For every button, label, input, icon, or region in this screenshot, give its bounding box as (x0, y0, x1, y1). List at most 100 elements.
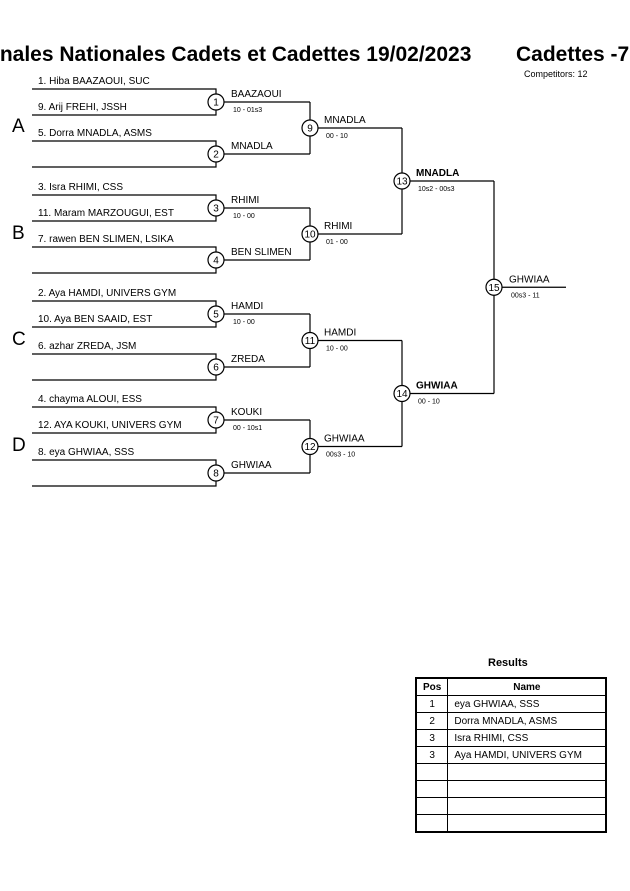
match-1-winner: BAAZAOUI (231, 89, 282, 100)
match-9-number: 9 (307, 124, 313, 135)
entrant-name: 11. Maram MARZOUGUI, EST (38, 208, 174, 219)
result-name: eya GHWIAA, SSS (447, 695, 607, 713)
match-6-number: 6 (213, 363, 219, 374)
result-name (447, 763, 607, 781)
match-7-circle (207, 411, 225, 429)
result-position: 3 (415, 729, 449, 747)
results-row (415, 763, 607, 781)
match-5-number: 5 (213, 310, 219, 321)
match-9-winner: MNADLA (324, 115, 366, 126)
match-6-winner: ZREDA (231, 354, 265, 365)
match-7-winner: KOUKI (231, 407, 262, 418)
entrant-name: 10. Aya BEN SAAID, EST (38, 314, 152, 325)
result-position (415, 797, 449, 815)
match-4-number: 4 (213, 256, 219, 267)
match-14-circle (393, 384, 411, 403)
results-header-row: Pos Name (415, 677, 607, 696)
match-4-winner: BEN SLIMEN (231, 247, 292, 258)
entrant-name: 1. Hiba BAAZAOUI, SUC (38, 76, 150, 87)
entrant-name: 3. Isra RHIMI, CSS (38, 182, 123, 193)
entrant-name: 4. chayma ALOUI, ESS (38, 394, 142, 405)
r1-bracket-4 (32, 246, 217, 274)
pool-label-C: C (12, 329, 26, 350)
result-position (415, 763, 449, 781)
match-14-number: 14 (396, 389, 408, 400)
result-position: 3 (415, 746, 449, 764)
match-13-winner: MNADLA (416, 168, 459, 179)
match-8-circle (207, 464, 225, 482)
result-position: 1 (415, 695, 449, 713)
result-name (447, 797, 607, 815)
page-title: inales Nationales Cadets et Cadettes 19/… (0, 43, 472, 66)
match-9-circle (301, 119, 319, 137)
result-name: Dorra MNADLA, ASMS (447, 712, 607, 730)
match-11-score: 10 - 00 (326, 346, 348, 353)
entrant-name: 8. eya GHWIAA, SSS (38, 447, 134, 458)
result-name: Aya HAMDI, UNIVERS GYM (447, 746, 607, 764)
match-5-winner: HAMDI (231, 301, 263, 312)
results-row (415, 797, 607, 815)
result-name (447, 814, 607, 833)
match-3-number: 3 (213, 204, 219, 215)
match-12-winner: GHWIAA (324, 434, 365, 445)
match-15-winner: GHWIAA (509, 274, 550, 285)
match-12-score: 00s3 - 10 (326, 452, 355, 459)
result-position (415, 814, 449, 833)
match-15-number: 15 (488, 283, 500, 294)
r1-bracket-8 (32, 459, 217, 487)
match-10-winner: RHIMI (324, 221, 352, 232)
results-col-name: Name (447, 677, 607, 696)
results-row (415, 780, 607, 798)
result-name (447, 780, 607, 798)
match-5-circle (207, 305, 225, 323)
pool-label-B: B (12, 223, 25, 244)
r1-bracket-6 (32, 353, 217, 381)
pool-label-A: A (12, 116, 25, 137)
match-12-circle (301, 437, 319, 456)
match-2-winner: MNADLA (231, 141, 273, 152)
pool-label-D: D (12, 435, 26, 456)
match-14-winner: GHWIAA (416, 381, 458, 392)
result-position (415, 780, 449, 798)
match-15-circle (485, 278, 503, 296)
entrant-name: 5. Dorra MNADLA, ASMS (38, 128, 152, 139)
match-2-number: 2 (213, 150, 219, 161)
match-5-score: 10 - 00 (233, 319, 255, 326)
match-3-score: 10 - 00 (233, 213, 255, 220)
weight-class-title: Cadettes -7 (516, 43, 630, 66)
match-1-score: 10 - 01s3 (233, 107, 262, 114)
match-11-number: 11 (305, 336, 316, 347)
match-13-score: 10s2 - 00s3 (418, 186, 455, 193)
bracket-diagram: 1. Hiba BAAZAOUI, SUC 9. Arij FREHI, JSSH… (12, 76, 566, 487)
results-col-pos: Pos (415, 677, 449, 696)
match-3-circle (207, 199, 225, 217)
match-13-number: 13 (396, 177, 408, 188)
match-7-number: 7 (213, 416, 219, 427)
match-12-number: 12 (304, 442, 316, 453)
match-10-circle (301, 225, 319, 243)
entrant-name: 2. Aya HAMDI, UNIVERS GYM (38, 288, 176, 299)
result-position: 2 (415, 712, 449, 730)
r1-bracket-2 (32, 140, 217, 168)
match-8-number: 8 (213, 469, 219, 480)
match-10-score: 01 - 00 (326, 239, 348, 246)
match-15-score: 00s3 - 11 (511, 292, 540, 299)
match-7-score: 00 - 10s1 (233, 425, 262, 432)
entrant-name: 6. azhar ZREDA, JSM (38, 341, 136, 352)
match-3-winner: RHIMI (231, 195, 259, 206)
entrant-name: 9. Arij FREHI, JSSH (38, 102, 127, 113)
match-2-circle (207, 145, 225, 163)
match-1-circle (207, 93, 225, 111)
match-8-winner: GHWIAA (231, 460, 272, 471)
match-9-score: 00 - 10 (326, 133, 348, 140)
results-row (415, 814, 607, 833)
match-11-winner: HAMDI (324, 328, 356, 339)
entrant-name: 12. AYA KOUKI, UNIVERS GYM (38, 420, 182, 431)
match-11-circle (301, 331, 319, 350)
